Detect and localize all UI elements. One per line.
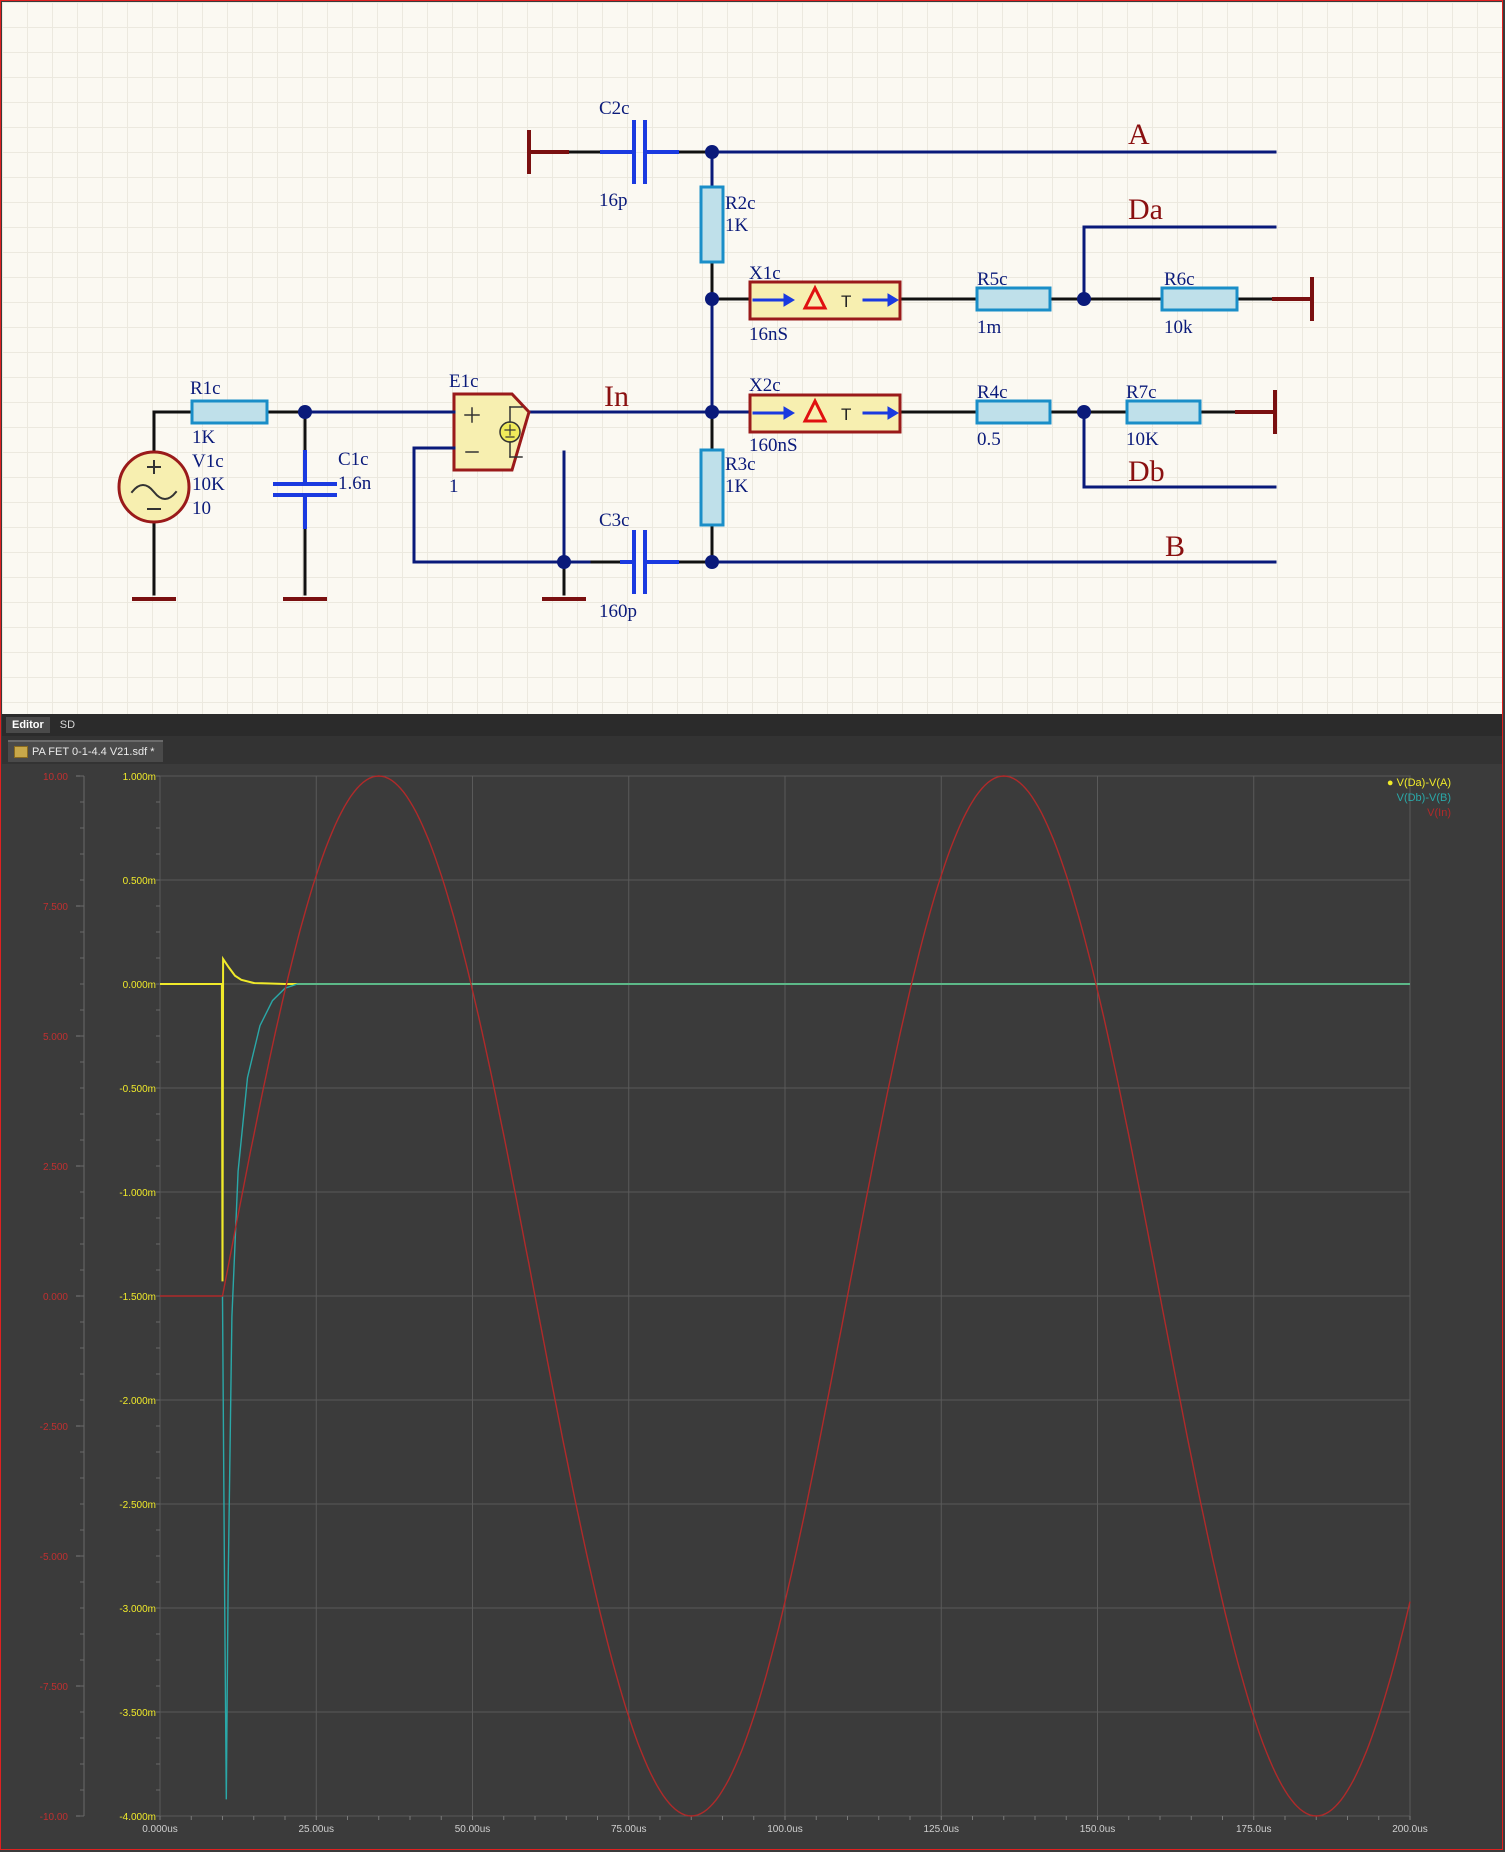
c3c-name: C3c (599, 510, 630, 531)
v1c-value: 10K (192, 474, 225, 495)
x1c-name: X1c (749, 263, 781, 284)
series-line-1 (221, 983, 1410, 1800)
net-label-db: Db (1128, 455, 1165, 488)
x-tick-label: 200.0us (1392, 1824, 1428, 1835)
panel-tab-bar: Editor SD (2, 714, 1503, 736)
y-tick-label-right: -1.500m (119, 1292, 156, 1303)
y-tick-label-right: 1.000m (123, 772, 156, 783)
series-line-2 (160, 775, 1411, 1817)
e1c-value: 1 (449, 476, 459, 497)
x-tick-label: 0.000us (142, 1824, 178, 1835)
r6c-value: 10k (1164, 317, 1193, 338)
legend-item-1[interactable]: V(Db)-V(B) (1396, 792, 1451, 804)
tline-x2c-symbol: T (841, 405, 851, 424)
v1c-name: V1c (192, 451, 224, 472)
v1c-value2: 10 (192, 498, 211, 519)
x2c-value: 160nS (749, 435, 798, 456)
pin-stubs (152, 150, 1312, 596)
x1c-value: 16nS (749, 324, 788, 345)
tab-sd[interactable]: SD (53, 717, 82, 733)
waveform-plot[interactable]: 0.000us 25.00us 50.00us 75.00us 100.0us 125.0… (2, 764, 1503, 1850)
x2c-name: X2c (749, 375, 781, 396)
document-tab[interactable]: PA FET 0-1-4.4 V21.sdf * (8, 740, 163, 762)
schematic-canvas[interactable]: R1c 1K V1c 10K 10 C1c 1.6n E1c 1 C2c 16p… (2, 2, 1503, 714)
y-tick-label-right: 0.000m (123, 980, 156, 991)
r7c-value: 10K (1126, 429, 1159, 450)
x-tick-label: 100.0us (767, 1824, 803, 1835)
vcvs-e1c[interactable] (415, 392, 531, 472)
y-tick-label-left: 10.00 (43, 772, 68, 783)
r4c-value: 0.5 (977, 429, 1001, 450)
y-tick-label-left: -5.000 (40, 1552, 69, 1563)
y-tick-label-left: 5.000 (43, 1032, 68, 1043)
r1c-name: R1c (190, 378, 221, 399)
y-tick-label-right: -2.500m (119, 1500, 156, 1511)
r2c-value: 1K (725, 215, 749, 236)
y-tick-label-left: -2.500 (40, 1422, 69, 1433)
net-label-in: In (604, 380, 629, 413)
plot-legend: ● V(Da)-V(A) V(Db)-V(B) V(In) (1387, 776, 1451, 821)
voltage-source-v1c[interactable] (117, 450, 191, 524)
y-tick-label-left: -7.500 (40, 1682, 69, 1693)
r1c-value: 1K (192, 427, 216, 448)
x-tick-label: 150.0us (1080, 1824, 1116, 1835)
net-label-b: B (1165, 530, 1185, 563)
y-tick-label-left: 2.500 (43, 1162, 68, 1173)
capacitors[interactable] (273, 120, 679, 594)
c1c-name: C1c (338, 449, 369, 470)
y-tick-label-left: -10.00 (40, 1812, 69, 1823)
schematic-editor[interactable]: R1c 1K V1c 10K 10 C1c 1.6n E1c 1 C2c 16p… (2, 2, 1503, 714)
c2c-value: 16p (599, 190, 628, 211)
r3c-value: 1K (725, 476, 749, 497)
c2c-name: C2c (599, 98, 630, 119)
y-tick-label-right: 0.500m (123, 876, 156, 887)
ground-symbols (132, 130, 1314, 601)
plot-grid (159, 775, 1411, 1817)
c1c-value: 1.6n (338, 473, 372, 494)
r2c-name: R2c (725, 193, 756, 214)
net-label-da: Da (1128, 193, 1163, 226)
y-tick-label-right: -0.500m (119, 1084, 156, 1095)
y-tick-label-right: -3.000m (119, 1604, 156, 1615)
net-label-a: A (1128, 118, 1150, 151)
document-tab-bar: PA FET 0-1-4.4 V21.sdf * (2, 736, 1503, 765)
junctions (298, 145, 1091, 569)
tab-editor[interactable]: Editor (6, 717, 50, 733)
plot-series (160, 775, 1411, 1817)
plot-canvas[interactable]: 0.000us 25.00us 50.00us 75.00us 100.0us 125.0… (2, 764, 1503, 1850)
r6c-name: R6c (1164, 269, 1195, 290)
tline-x1c-symbol: T (841, 292, 851, 311)
r5c-value: 1m (977, 317, 1002, 338)
y-tick-label-right: -3.500m (119, 1708, 156, 1719)
waveform-file-icon (14, 746, 28, 758)
x-tick-label: 175.0us (1236, 1824, 1272, 1835)
r3c-name: R3c (725, 454, 756, 475)
tline-x1c[interactable] (748, 280, 902, 321)
legend-item-2[interactable]: V(In) (1427, 807, 1451, 819)
r5c-name: R5c (977, 269, 1008, 290)
y-tick-label-right: -2.000m (119, 1396, 156, 1407)
x-tick-label: 25.00us (298, 1824, 334, 1835)
y-tick-label-left: 0.000 (43, 1292, 68, 1303)
c3c-value: 160p (599, 601, 637, 622)
legend-item-0[interactable]: ● V(Da)-V(A) (1386, 777, 1451, 789)
y-tick-label-left: 7.500 (43, 902, 68, 913)
e1c-name: E1c (449, 371, 479, 392)
tline-x2c[interactable] (748, 393, 902, 434)
x-tick-label: 50.00us (455, 1824, 491, 1835)
r7c-name: R7c (1126, 382, 1157, 403)
resistors[interactable] (190, 185, 1239, 527)
plot-axes: 0.000us 25.00us 50.00us 75.00us 100.0us 125.0… (40, 772, 1428, 1835)
document-tab-label: PA FET 0-1-4.4 V21.sdf * (32, 746, 155, 758)
y-tick-label-right: -1.000m (119, 1188, 156, 1199)
r4c-name: R4c (977, 382, 1008, 403)
y-tick-label-right: -4.000m (119, 1812, 156, 1823)
wires (303, 150, 1277, 564)
x-tick-label: 125.0us (923, 1824, 959, 1835)
x-tick-label: 75.00us (611, 1824, 647, 1835)
